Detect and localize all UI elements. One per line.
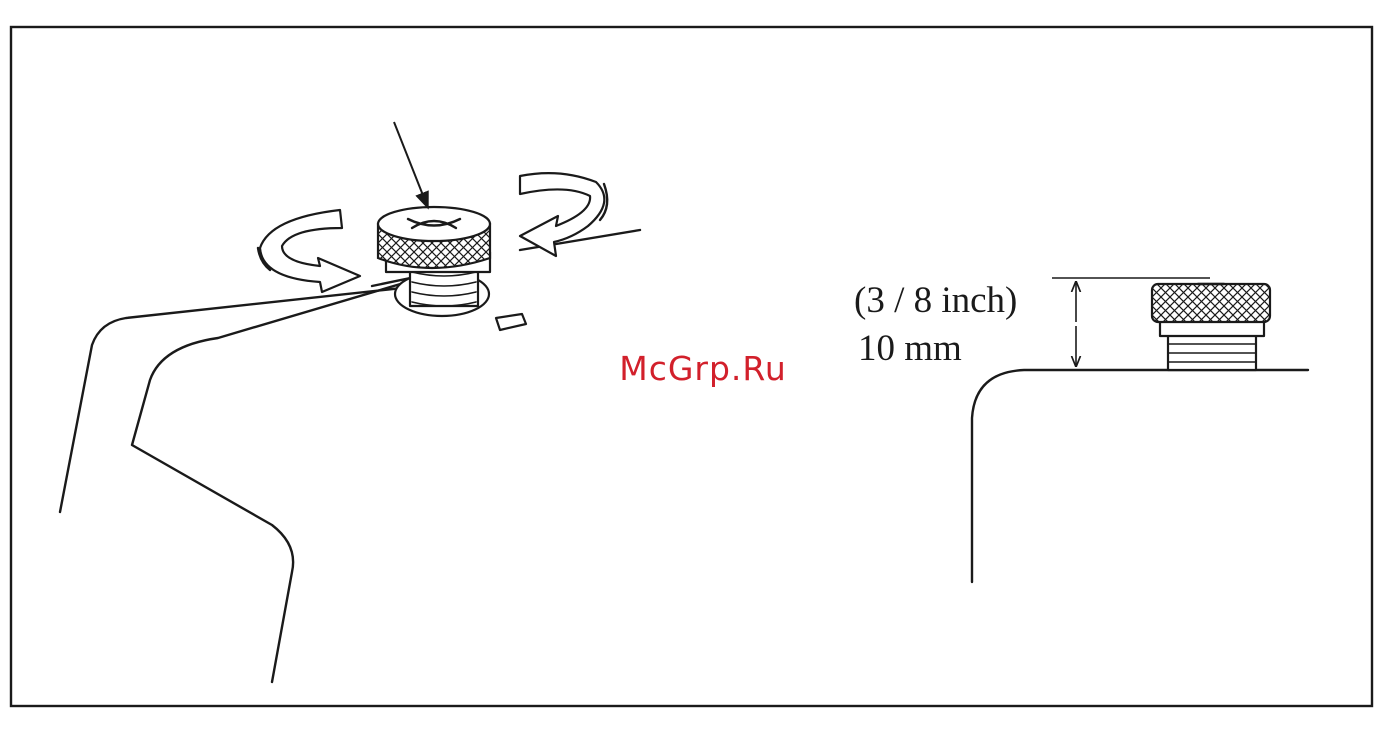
dimension-label-imperial: (3 / 8 inch) — [854, 280, 1017, 321]
cap-pointer-arrow — [394, 122, 428, 208]
watermark: McGrp.Ru — [619, 349, 787, 388]
dimension-label-metric: 10 mm — [858, 328, 962, 369]
knurled-cap-head — [378, 207, 490, 268]
engine-housing-right — [972, 370, 1308, 582]
engine-housing-left — [60, 230, 640, 682]
cap-washer — [496, 314, 526, 330]
cap-profile-right — [1152, 284, 1270, 370]
rotation-arrow-left-icon — [258, 210, 360, 292]
